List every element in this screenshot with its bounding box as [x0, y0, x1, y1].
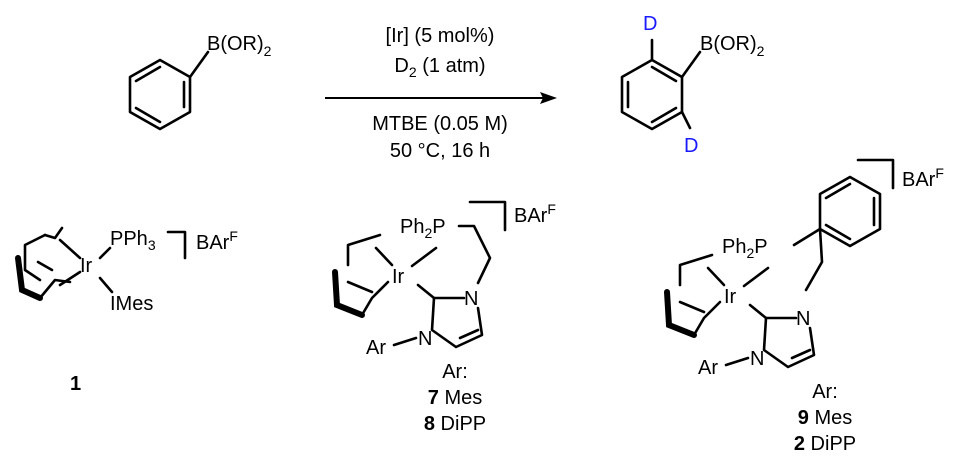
counterion: BArF [902, 165, 944, 191]
imidazole-n3: N [418, 328, 432, 350]
deuterium-bottom: D [684, 135, 698, 157]
product-boron-group: B(OR)2 [700, 33, 765, 59]
cod-ligand [15, 226, 72, 301]
imes-ligand: IMes [110, 293, 153, 315]
ar-label: Ar: [812, 381, 838, 403]
reaction-arrow [325, 92, 557, 104]
complex-7-8: Ir Ph2P N N Ar BArF Ar: 7 Mes 8 DiPP [332, 200, 556, 435]
aryl-group: Ar [366, 337, 386, 359]
benzene-linker [818, 175, 882, 248]
phosphine-group: Ph2P [722, 236, 768, 261]
imidazole-n1: N [464, 288, 478, 310]
d2-pressure: D2 (1 atm) [394, 55, 485, 80]
variant-7: 7 Mes [428, 387, 482, 409]
charge-bracket [856, 158, 895, 190]
deuterium-top: D [643, 13, 657, 35]
reactant-phenylboronate: B(OR)2 [128, 33, 272, 131]
aryl-group: Ar [698, 357, 718, 379]
benzene-ring [128, 58, 192, 131]
ppH3-ligand: PPh3 [110, 228, 156, 253]
imidazole-n1: N [796, 308, 810, 330]
variant-8: 8 DiPP [424, 413, 486, 435]
phosphine-group: Ph2P [400, 216, 446, 241]
cod-ligand [332, 233, 390, 318]
temperature-time: 50 °C, 16 h [390, 140, 490, 162]
reactant-boron-group: B(OR)2 [207, 33, 272, 59]
counterion: BArF [514, 201, 556, 227]
iridium-center: Ir [80, 255, 93, 277]
imidazole-n3: N [750, 348, 764, 370]
compound-number: 1 [70, 373, 81, 395]
variant-2: 2 DiPP [794, 433, 856, 455]
variant-9: 9 Mes [798, 407, 852, 429]
charge-bracket [468, 200, 507, 232]
charge-bracket [166, 230, 187, 260]
counterion: BArF [196, 228, 238, 254]
complex-1: Ir PPh3 IMes BArF 1 [15, 226, 238, 395]
solvent-condition: MTBE (0.05 M) [372, 113, 508, 135]
ar-label: Ar: [442, 361, 468, 383]
iridium-center: Ir [724, 286, 737, 308]
product-deuterated-boronate: D D B(OR)2 [620, 13, 765, 157]
complex-9-2: Ir Ph2P N N Ar BArF Ar: 9 Mes 2 DiPP [664, 158, 944, 455]
iridium-center: Ir [392, 266, 405, 288]
catalyst-loading: [Ir] (5 mol%) [386, 25, 495, 47]
cod-ligand [664, 253, 722, 338]
